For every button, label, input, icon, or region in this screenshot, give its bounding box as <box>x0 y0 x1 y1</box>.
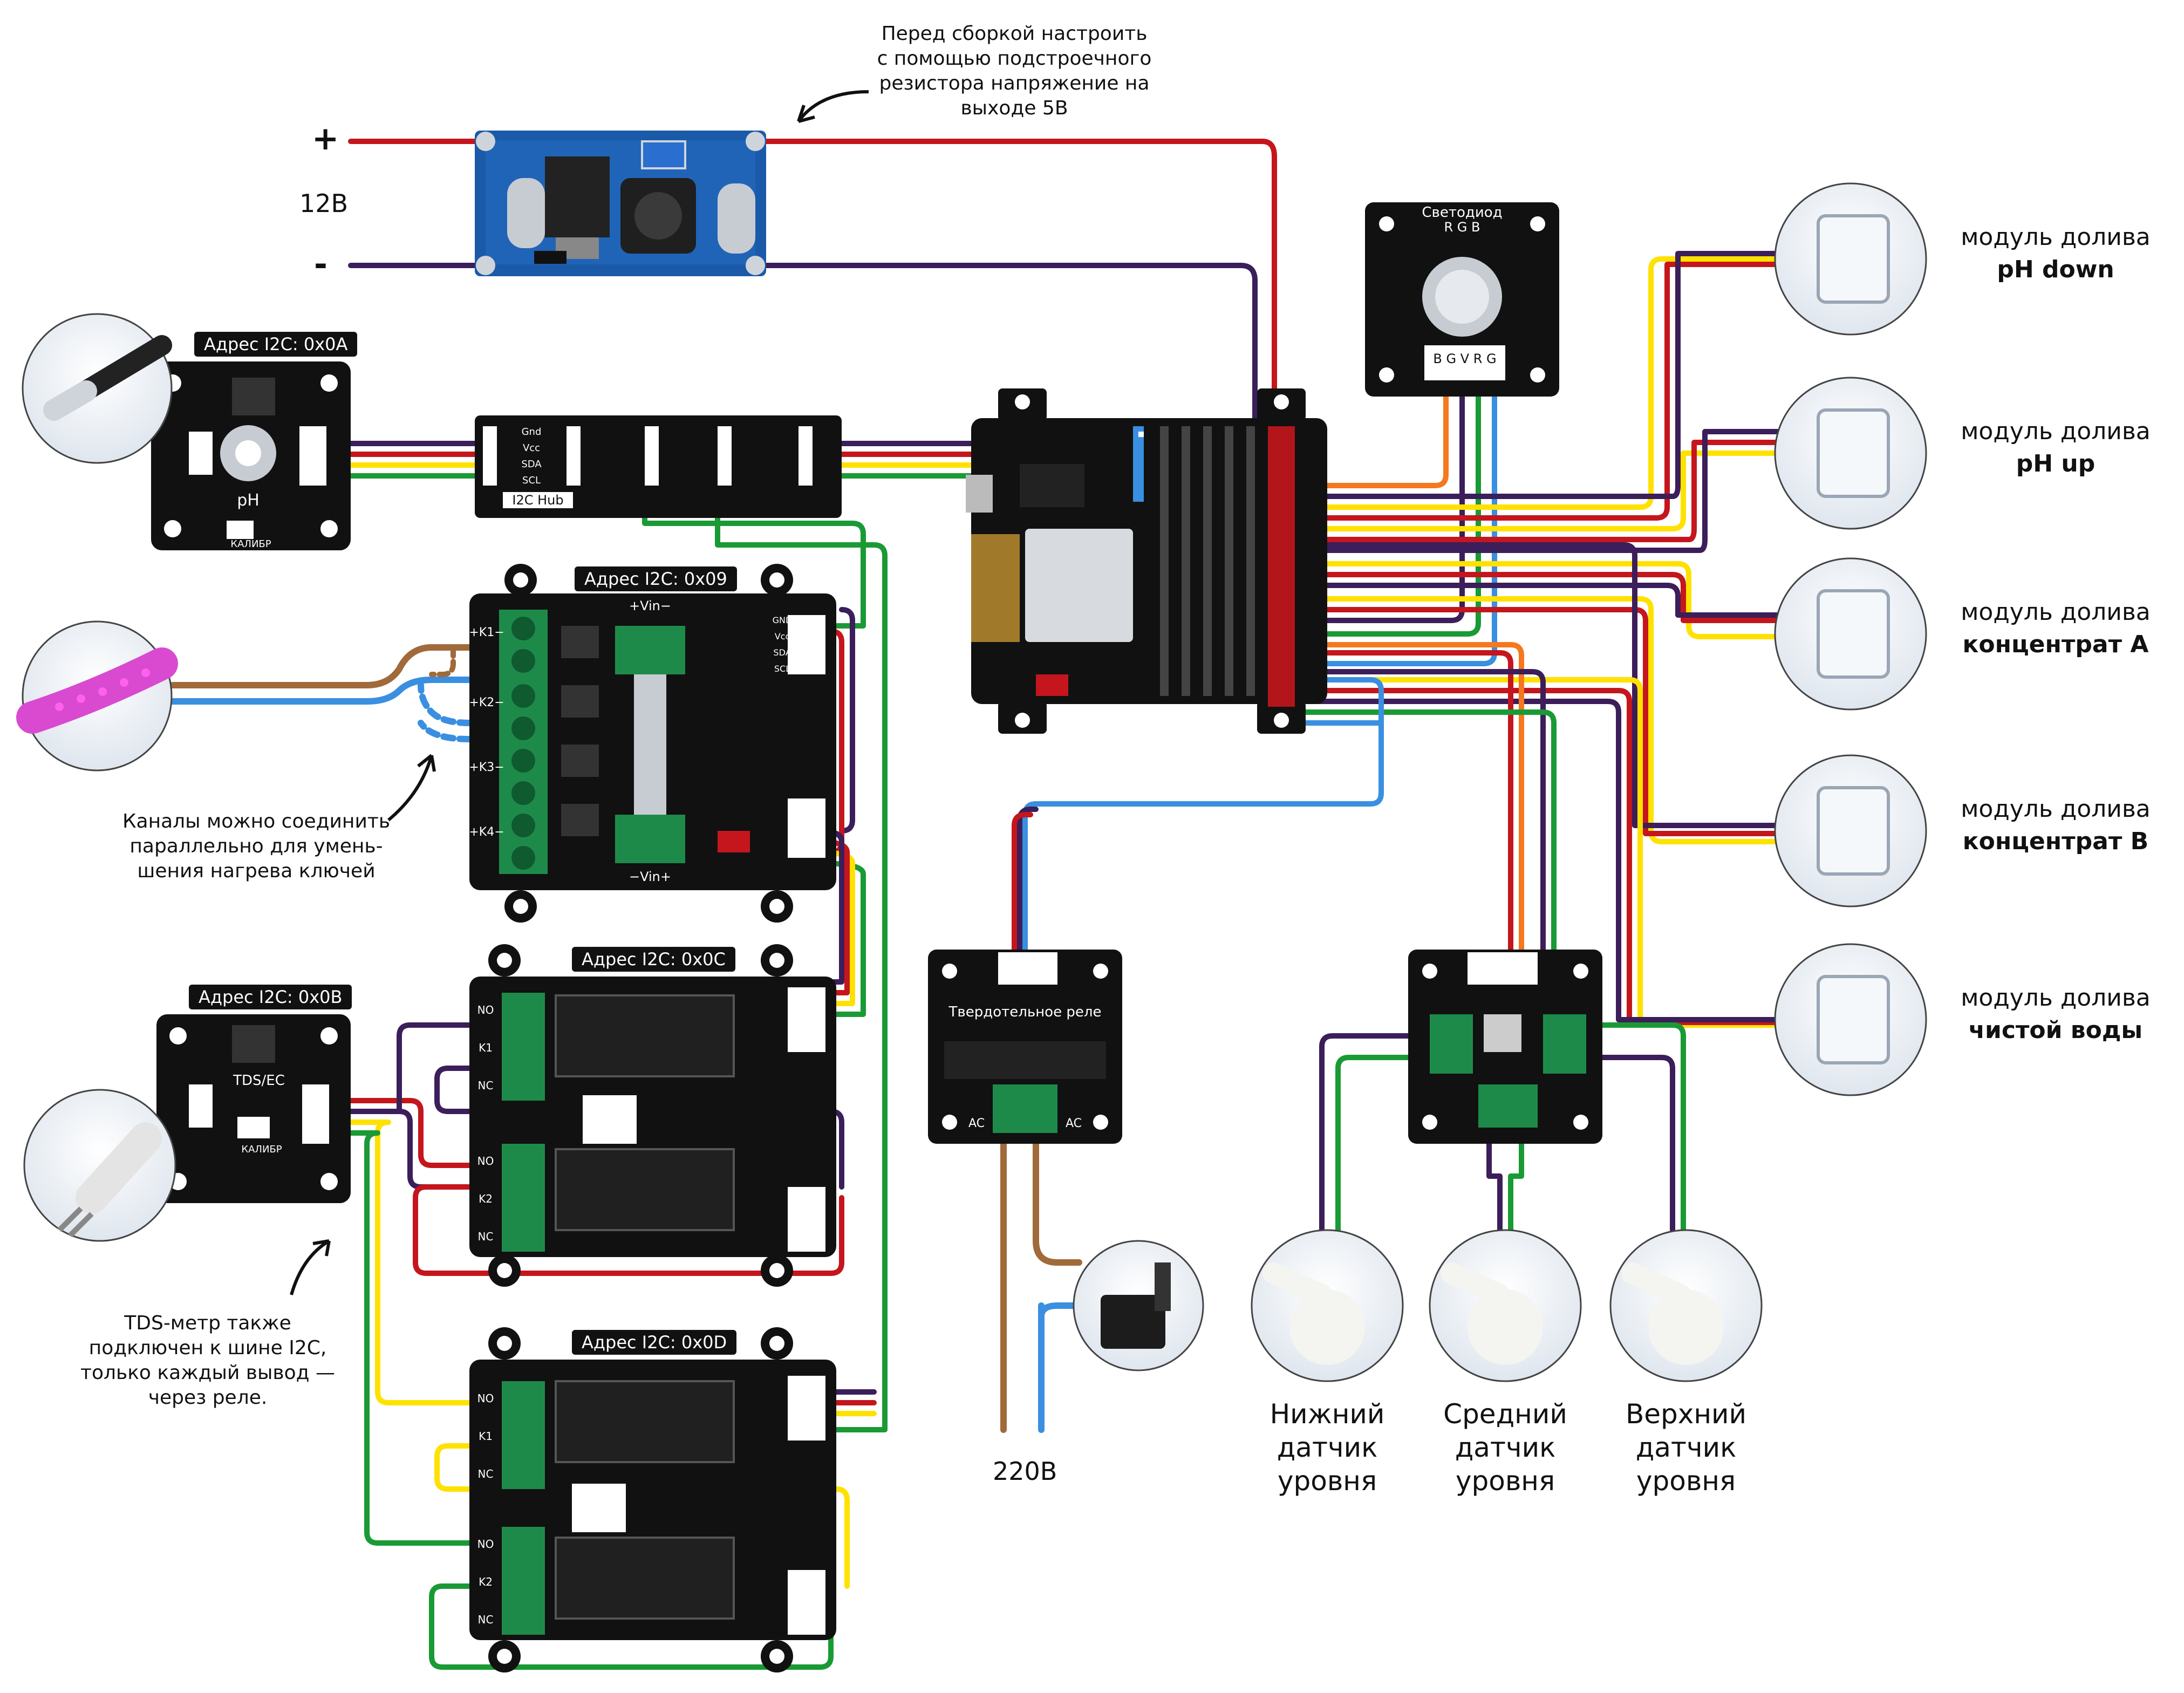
tds-label: TDS/EC <box>233 1073 285 1089</box>
hub-pin-sda: SDA <box>521 459 542 470</box>
mosfet-bus-scl: SCL <box>774 664 791 674</box>
i2c-hub-label: I2C Hub <box>502 491 574 509</box>
float-sensor-mid-image <box>1429 1229 1582 1382</box>
relay1-k2: K2 <box>479 1192 493 1205</box>
relay-board-1 <box>469 944 836 1287</box>
parallel-note: Каналы можно соединить параллельно для у… <box>122 810 391 882</box>
mosfet-bus-vcc: Vcc <box>774 631 790 641</box>
tank-label-ph-down: модуль долива pH down <box>1937 221 2174 286</box>
tds-sensor-board <box>156 1014 351 1203</box>
tank-label-ph-up: модуль долива pH up <box>1937 415 2174 480</box>
tank-label-line2: чистой воды <box>1968 1016 2143 1044</box>
ph-sensor-board <box>151 361 351 550</box>
parallel-note-arrow <box>387 755 433 822</box>
relay1-nc-1: NC <box>477 1079 494 1092</box>
ssr-label: Твердотельное реле <box>948 1004 1102 1020</box>
level-label-l1: Средний <box>1443 1398 1567 1430</box>
led-title: Светодиод <box>1422 204 1503 221</box>
tank-ph-down-image <box>1774 182 1927 336</box>
tank-label-clean-water: модуль долива чистой воды <box>1937 982 2174 1047</box>
voltage-12v-label: 12В <box>299 189 349 218</box>
controller-board <box>966 388 1327 734</box>
level-label-l3: уровня <box>1636 1465 1736 1497</box>
dc-dc-converter <box>475 131 766 276</box>
mosfet-k2-label: +K2− <box>469 696 504 709</box>
level-label-l1: Нижний <box>1270 1398 1385 1430</box>
tank-label-line2: концентрат А <box>1962 631 2149 658</box>
minus-label: - <box>314 245 327 283</box>
mosfet-board <box>469 564 836 923</box>
level-sensor-board <box>1408 950 1602 1144</box>
tds-address-label: Адрес I2C: 0x0B <box>189 985 352 1009</box>
level-label-l3: уровня <box>1277 1465 1377 1497</box>
mosfet-address-label: Адрес I2C: 0x09 <box>575 566 737 591</box>
ssr-ac-right-label: AC <box>1065 1117 1082 1130</box>
relay-board-2 <box>469 1327 836 1672</box>
voltage-220v-label: 220В <box>993 1457 1057 1486</box>
level-label-high: Верхний датчик уровня <box>1605 1397 1767 1498</box>
tank-label-line1: модуль долива <box>1961 795 2151 823</box>
relay1-no-1: NO <box>477 1003 494 1016</box>
plus-label: + <box>312 120 339 158</box>
hub-pin-vcc: Vcc <box>522 442 541 454</box>
tds-note: TDS-метр также подключен к шине I2C, тол… <box>80 1312 336 1409</box>
converter-note: Перед сборкой настроить с помощью подстр… <box>877 23 1152 119</box>
ph-label: pH <box>237 491 260 510</box>
mosfet-vin-bottom: −Vin+ <box>629 869 671 884</box>
wires <box>169 139 1799 1670</box>
relay1-k1: K1 <box>479 1041 493 1054</box>
ssr-ac-left-label: AC <box>968 1117 985 1130</box>
relay2-k1: K1 <box>479 1430 493 1443</box>
tank-label-line2: концентрат B <box>1962 828 2149 855</box>
tank-label-line1: модуль долива <box>1961 984 2151 1012</box>
level-label-l2: датчик <box>1277 1432 1378 1463</box>
tank-label-concentrate-b: модуль долива концентрат B <box>1937 793 2174 858</box>
level-label-l2: датчик <box>1455 1432 1556 1463</box>
tank-label-concentrate-a: модуль долива концентрат А <box>1937 596 2174 661</box>
float-sensor-low-image <box>1251 1229 1404 1382</box>
tank-label-line2: pH up <box>2016 450 2096 477</box>
relay1-no-2: NO <box>477 1155 494 1168</box>
tank-label-line1: модуль долива <box>1961 223 2151 251</box>
tank-label-line2: pH down <box>1997 256 2114 283</box>
relay2-no-1: NO <box>477 1392 494 1405</box>
mosfet-vin-top: +Vin− <box>629 598 671 613</box>
rgb-led-board <box>1365 202 1559 397</box>
tds-note-arrow <box>290 1239 330 1295</box>
level-label-mid: Средний датчик уровня <box>1424 1397 1586 1498</box>
mosfet-bus-gnd: GND <box>772 615 793 625</box>
relay1-nc-2: NC <box>477 1230 494 1243</box>
tank-ph-up-image <box>1774 377 1927 530</box>
relay1-address-label: Адрес I2C: 0x0C <box>572 947 735 972</box>
tank-concentrate-a-image <box>1774 557 1927 711</box>
relay2-nc-1: NC <box>477 1467 494 1480</box>
relay2-nc-2: NC <box>477 1613 494 1626</box>
tank-concentrate-b-image <box>1774 754 1927 907</box>
mosfet-k4-label: +K4− <box>469 825 504 839</box>
led-pin-labels: B G V R G <box>1433 351 1497 366</box>
mosfet-k3-label: +K3− <box>469 761 504 774</box>
ph-address-label: Адрес I2C: 0x0A <box>194 332 358 357</box>
level-label-l2: датчик <box>1635 1432 1737 1463</box>
mosfet-bus-sda: SDA <box>773 647 791 658</box>
mosfet-k1-label: +K1− <box>469 626 504 639</box>
led-rgb-label: R G B <box>1444 220 1480 235</box>
converter-note-arrow <box>797 90 869 122</box>
level-label-l3: уровня <box>1455 1465 1555 1497</box>
tank-label-line1: модуль долива <box>1961 598 2151 626</box>
tank-label-line1: модуль долива <box>1961 418 2151 445</box>
level-label-low: Нижний датчик уровня <box>1246 1397 1408 1498</box>
tank-clean-water-image <box>1774 943 1927 1096</box>
ph-calib-label: КАЛИБР <box>230 538 271 550</box>
tds-calib-label: КАЛИБР <box>241 1144 282 1155</box>
solid-state-relay-board <box>928 950 1122 1144</box>
relay2-address-label: Адрес I2C: 0x0D <box>572 1330 737 1355</box>
level-label-l1: Верхний <box>1625 1398 1747 1430</box>
hub-pin-scl: SCL <box>522 475 541 486</box>
relay2-no-2: NO <box>477 1538 494 1551</box>
relay2-k2: K2 <box>479 1575 493 1588</box>
float-sensor-high-image <box>1609 1229 1763 1382</box>
hub-pin-gnd: Gnd <box>521 426 542 438</box>
